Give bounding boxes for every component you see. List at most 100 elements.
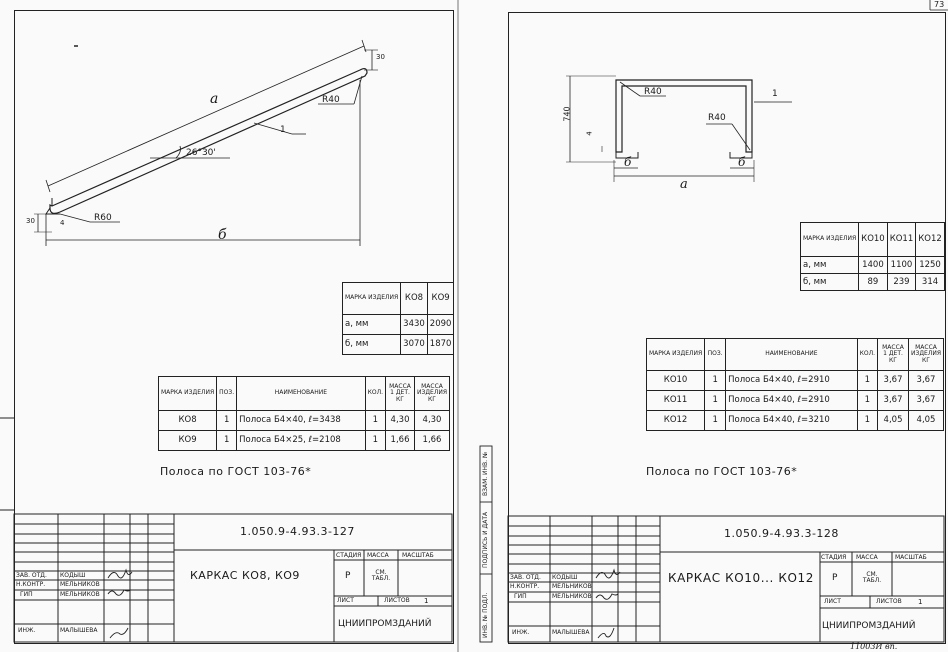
spec-row-qty: 1 xyxy=(364,430,387,451)
dim-label-30-left: 30 xyxy=(26,217,35,225)
dim-table-header-ko9: КО9 xyxy=(426,282,455,315)
right-stage-value: Р xyxy=(832,573,838,583)
left-mass-value: СМ. ТАБЛ. xyxy=(371,569,391,582)
left-inv-role: ИНЖ. xyxy=(18,627,36,634)
right-drawing-title: КАРКАС КО10... КО12 xyxy=(668,571,815,585)
dim-label-4: 4 xyxy=(585,131,594,136)
dim-table-header-ko10: КО10 xyxy=(858,222,888,257)
position-label-1: 1 xyxy=(772,89,778,99)
dim-table-row-b-ko11: 239 xyxy=(886,273,917,291)
spec-header-pos: ПОЗ. xyxy=(704,338,727,371)
left-role-2: ГИП xyxy=(20,591,33,598)
dim-label-4: 4 xyxy=(60,219,65,227)
spec-header-qty: КОЛ. xyxy=(856,338,879,371)
left-stage-label: СТАДИЯ xyxy=(336,552,362,559)
spec-row-qty: 1 xyxy=(856,370,879,391)
dim-label-740: 740 xyxy=(562,106,572,122)
dim-table-row-a-ko10: 1400 xyxy=(858,256,888,274)
spec-header-name: НАИМЕНОВАНИЕ xyxy=(725,338,858,371)
spec-row-name: Полоса Б4×25, ℓ=2108 xyxy=(236,430,366,451)
right-sheet-frame xyxy=(508,12,946,644)
bottom-archive-code: 11003И вп. xyxy=(850,642,898,651)
spec-header-mass-part: МАССА 1 ДЕТ. КГ xyxy=(385,376,416,411)
position-label-1: 1 xyxy=(280,125,286,135)
dim-table-row-b-ko12: 314 xyxy=(915,273,945,291)
right-role-2: ГИП xyxy=(514,593,527,600)
right-name-0: КОДЫШ xyxy=(552,574,578,581)
right-name-2: МЕЛЬНИКОВ xyxy=(552,593,592,600)
spec-header-mark: МАРКА ИЗДЕЛИЯ xyxy=(157,376,218,411)
left-role-1: Н.КОНТР. xyxy=(16,581,46,588)
right-mass-label: МАССА xyxy=(856,554,878,561)
right-title-block: 1.050.9-4.93.3-128 КАРКАС КО10... КО12 С… xyxy=(507,515,945,643)
spec-row-name: Полоса Б4×40, ℓ=3210 xyxy=(725,410,858,431)
dim-label-a: а xyxy=(210,91,219,107)
spec-row-mass-part: 3,67 xyxy=(877,370,910,391)
spec-row-mass-part: 4,30 xyxy=(385,410,416,431)
dim-label-30-right: 30 xyxy=(376,53,385,61)
spec-header-mark: МАРКА ИЗДЕЛИЯ xyxy=(645,338,706,371)
left-sheet-label: ЛИСТ xyxy=(337,597,354,604)
dim-label-a: а xyxy=(680,177,689,192)
spec-header-pos: ПОЗ. xyxy=(216,376,238,411)
dim-table-row-b-label: б, мм xyxy=(341,334,402,355)
dim-table-header-ko12: КО12 xyxy=(915,222,945,257)
left-gost-note: Полоса по ГОСТ 103-76* xyxy=(160,465,312,478)
left-stage-value: Р xyxy=(345,571,351,581)
left-spec-table: МАРКА ИЗДЕЛИЯ ПОЗ. НАИМЕНОВАНИЕ КОЛ. МАС… xyxy=(157,376,450,451)
right-channel-drawing xyxy=(566,75,792,182)
right-organization: ЦНИИПРОМЗДАНИЙ xyxy=(822,621,916,631)
left-dimension-table: МАРКА ИЗДЕЛИЯ КО8 КО9 а, мм 3430 2090 б,… xyxy=(341,282,455,355)
right-stage-label: СТАДИЯ xyxy=(821,554,847,561)
spec-row-qty: 1 xyxy=(364,410,387,431)
left-drawing-title: КАРКАС КО8, КО9 xyxy=(190,569,300,582)
dim-table-row-b-ko10: 89 xyxy=(858,273,888,291)
dim-table-header-ko11: КО11 xyxy=(886,222,917,257)
spec-header-mass-item: МАССА ИЗДЕЛИЯ КГ xyxy=(414,376,450,411)
spec-row-mass-item: 1,66 xyxy=(414,430,450,451)
right-spec-table: МАРКА ИЗДЕЛИЯ ПОЗ. НАИМЕНОВАНИЕ КОЛ. МАС… xyxy=(645,338,944,431)
left-name-2: МЕЛЬНИКОВ xyxy=(60,591,100,598)
spec-row-mark: КО9 xyxy=(157,430,218,451)
right-sheet-label: ЛИСТ xyxy=(824,598,841,605)
spec-row-mark: КО10 xyxy=(645,370,706,391)
dim-label-b-left: б xyxy=(624,155,632,169)
left-scale-label: МАСШТАБ xyxy=(402,552,434,559)
dim-table-header-mark: МАРКА ИЗДЕЛИЯ xyxy=(799,222,860,257)
left-role-0: ЗАВ. ОТД. xyxy=(16,572,47,579)
left-title-block: 1.050.9-4.93.3-127 КАРКАС КО8, КО9 СТАДИ… xyxy=(13,513,453,643)
right-role-1: Н.КОНТР. xyxy=(510,583,540,590)
dim-table-row-a-ko8: 3430 xyxy=(400,314,428,335)
spec-row-name: Полоса Б4×40, ℓ=2910 xyxy=(725,390,858,411)
radius-label-r60: R60 xyxy=(94,213,112,223)
radius-label-r40: R40 xyxy=(322,95,340,105)
dim-table-row-a-label: а, мм xyxy=(341,314,402,335)
left-organization: ЦНИИПРОМЗДАНИЙ xyxy=(338,619,432,629)
spec-row-pos: 1 xyxy=(704,410,727,431)
spec-header-qty: КОЛ. xyxy=(364,376,387,411)
spec-header-mass-item: МАССА ИЗДЕЛИЯ КГ xyxy=(908,338,944,371)
left-sheets-label: ЛИСТОВ xyxy=(384,597,410,604)
right-side-stamp-strip: ВЗАМ. ИНВ. № ПОДПИСЬ И ДАТА ИНВ. № ПОДЛ. xyxy=(479,445,493,643)
right-inv-name: МАЛЫШЕВА xyxy=(552,629,590,636)
radius-label-r40-right: R40 xyxy=(708,113,726,123)
dim-table-row-b-label: б, мм xyxy=(799,273,860,291)
left-inv-name: МАЛЫШЕВА xyxy=(60,627,98,634)
right-dimension-table: МАРКА ИЗДЕЛИЯ КО10 КО11 КО12 а, мм 1400 … xyxy=(799,222,945,291)
spec-row-pos: 1 xyxy=(216,430,238,451)
left-sheets-value: 1 xyxy=(424,597,429,605)
dim-table-header-ko8: КО8 xyxy=(400,282,428,315)
angle-label: 26°30' xyxy=(186,148,216,158)
spec-row-pos: 1 xyxy=(704,390,727,411)
dim-table-row-b-ko8: 3070 xyxy=(400,334,428,355)
right-mass-value: СМ. ТАБЛ. xyxy=(862,571,882,584)
spec-row-mass-item: 3,67 xyxy=(908,370,944,391)
left-name-0: КОДЫШ xyxy=(60,572,86,579)
corner-page-number: 73 xyxy=(934,0,945,9)
left-doc-code: 1.050.9-4.93.3-127 xyxy=(240,525,355,538)
right-sheets-label: ЛИСТОВ xyxy=(876,598,902,605)
spec-row-mark: КО8 xyxy=(157,410,218,431)
left-name-1: МЕЛЬНИКОВ xyxy=(60,581,100,588)
dim-table-row-b-ko9: 1870 xyxy=(426,334,455,355)
spec-header-name: НАИМЕНОВАНИЕ xyxy=(236,376,366,411)
